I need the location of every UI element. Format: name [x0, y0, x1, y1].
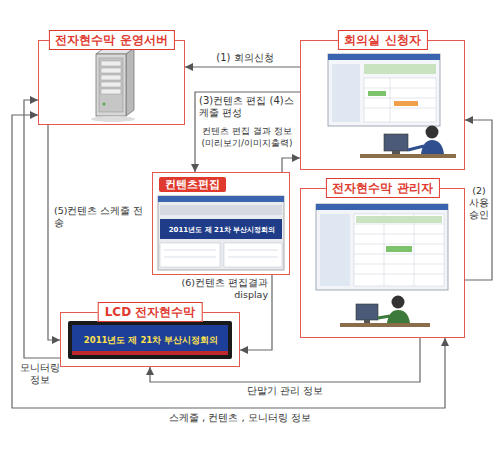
server-illustration-part — [96, 54, 126, 116]
edge-label: (6)컨텐츠 편집결과 display — [150, 277, 268, 301]
flow-arrow — [185, 66, 300, 67]
manager-illustration-part — [378, 316, 390, 318]
editor-screenshot-part — [164, 250, 216, 251]
server-illustration — [91, 48, 135, 122]
editor-screenshot-part — [164, 257, 216, 258]
flow-arrow — [48, 125, 60, 340]
node-title: 컨텐츠편집 — [159, 177, 226, 192]
server-box: 전자현수막 운영서버 — [38, 40, 185, 125]
edge-label: 컨텐츠 편집 결과 정보 (미리보기/이미지출력) — [198, 125, 296, 149]
applicant-illustration-part — [390, 78, 391, 122]
editor-screenshot-part — [228, 250, 278, 251]
edge-label: (5)컨텐츠 스케줄 전송 — [54, 205, 150, 229]
server-illustration-part — [103, 103, 106, 106]
server-illustration-part — [101, 68, 121, 73]
applicant-illustration-part — [364, 88, 436, 89]
lcd-screen-part — [72, 351, 228, 355]
manager-illustration-part — [386, 246, 412, 252]
applicant-illustration-part — [392, 151, 400, 154]
banner-text: 2011년도 제 21차 부산시정회의 — [73, 327, 229, 353]
applicant-illustration-part — [328, 54, 440, 60]
manager-illustration-part — [316, 204, 448, 210]
flow-arrow — [465, 120, 492, 280]
lcd-screen — [68, 321, 232, 359]
applicant-illustration-part — [421, 140, 444, 154]
server-illustration-part — [101, 82, 121, 87]
applicant-illustration-part — [364, 98, 436, 99]
manager-illustration-part — [354, 274, 444, 275]
editor-screenshot-part — [160, 205, 282, 215]
manager-illustration-part — [320, 214, 350, 286]
flow-arrow — [195, 92, 300, 172]
manager-illustration-part — [354, 214, 444, 286]
editor-screenshot-part — [224, 243, 282, 267]
edge-label: 모니터링 정보 — [15, 362, 65, 386]
node-title: 전자현수막 관리자 — [325, 178, 439, 198]
applicant-illustration-part — [364, 64, 436, 74]
manager-illustration-part — [364, 320, 370, 323]
node-title: 회의실 신청자 — [337, 30, 427, 50]
applicant-illustration-part — [394, 101, 418, 106]
flow-arrow — [282, 158, 300, 172]
lcd-screen-part — [68, 321, 232, 359]
editor-screenshot — [158, 196, 284, 270]
editor-screenshot-part — [160, 219, 282, 239]
manager-illustration — [316, 204, 448, 327]
node-title: 전자현수막 운영서버 — [48, 30, 174, 50]
lcd-screen-part — [72, 325, 228, 355]
manager-illustration-part — [392, 296, 405, 309]
flow-arrow — [24, 100, 60, 358]
editor-box: 컨텐츠편집 2011년도 제 21차 부산시정회의 — [152, 172, 290, 275]
server-illustration-part — [99, 58, 123, 112]
banner-text: 2011년도 제 21차 부산시정회의 — [163, 221, 281, 239]
manager-illustration-part — [316, 204, 448, 290]
edge-label: (3)컨텐츠 편집 (4)스케줄 편성 — [199, 95, 297, 119]
editor-screenshot-part — [158, 196, 284, 202]
node-title: LCD 전자현수막 — [98, 302, 203, 322]
manager-illustration-part — [354, 254, 444, 255]
server-illustration-part — [126, 48, 134, 116]
applicant-illustration-part — [332, 64, 360, 122]
manager-illustration-part — [356, 304, 378, 320]
server-illustration-part — [101, 75, 121, 80]
applicant-illustration-part — [426, 126, 439, 139]
flow-arrow — [12, 115, 445, 408]
manager-illustration-part — [356, 216, 442, 223]
server-illustration-part — [91, 116, 135, 122]
manager-illustration-part — [354, 244, 444, 245]
editor-screenshot-part — [160, 243, 220, 267]
applicant-illustration-part — [408, 146, 424, 150]
edge-label: 단말기 관리 정보 — [220, 385, 350, 397]
edge-label: (2) 사용 승인 — [467, 185, 491, 221]
applicant-illustration-part — [328, 54, 440, 126]
manager-illustration-part — [387, 310, 410, 323]
editor-screenshot-part — [228, 257, 278, 258]
server-illustration-part — [101, 89, 121, 94]
manager-illustration-part — [354, 234, 444, 235]
edge-label: (1) 회의신청 — [195, 52, 295, 64]
editor-screenshot-part — [158, 196, 284, 270]
edge-label: 스케줄 , 컨텐츠 , 모니터링 정보 — [110, 412, 370, 424]
applicant-illustration-part — [384, 134, 408, 151]
manager-box: 전자현수막 관리자 — [300, 188, 465, 338]
server-illustration-part — [101, 61, 121, 66]
manager-illustration-part — [414, 214, 415, 286]
applicant-illustration — [328, 54, 456, 158]
applicant-illustration-part — [364, 78, 436, 122]
applicant-box: 회의실 신청자 — [300, 40, 465, 170]
applicant-illustration-part — [360, 154, 456, 158]
lcd-box: LCD 전자현수막2011년도 제 21차 부산시정회의 — [60, 312, 240, 367]
manager-illustration-part — [354, 224, 444, 225]
manager-illustration-part — [340, 323, 430, 327]
applicant-illustration-part — [368, 91, 386, 96]
manager-illustration-part — [354, 264, 444, 265]
manager-illustration-part — [384, 214, 385, 286]
applicant-illustration-part — [364, 108, 436, 109]
